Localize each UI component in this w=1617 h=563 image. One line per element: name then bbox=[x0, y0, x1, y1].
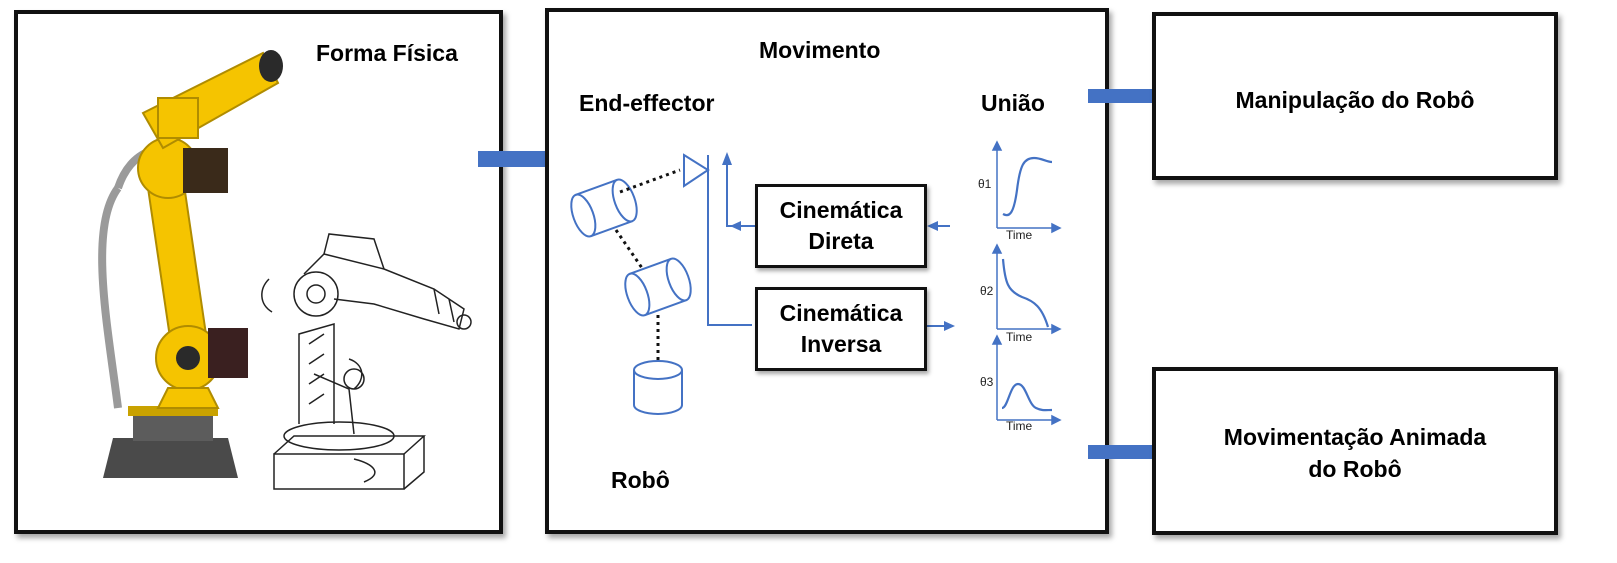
animated-movement-label: Movimentação Animada do Robô bbox=[1224, 421, 1486, 485]
joint-plot-theta1: θ1 Time bbox=[978, 140, 1062, 240]
end-effector-label: End-effector bbox=[579, 90, 715, 116]
physical-form-title: Forma Física bbox=[316, 40, 458, 66]
joint-plot-theta1-xlabel: Time bbox=[1006, 228, 1033, 240]
joint-plot-theta3: θ3 Time bbox=[980, 334, 1062, 433]
manipulation-box: Manipulação do Robô bbox=[1152, 12, 1558, 180]
robot-label: Robô bbox=[611, 467, 670, 493]
direct-kinematics-line2: Direta bbox=[808, 228, 874, 254]
direct-kinematics-line1: Cinemática bbox=[779, 197, 903, 223]
joint-plot-theta3-xlabel: Time bbox=[1006, 419, 1033, 433]
animated-movement-line1: Movimentação Animada bbox=[1223, 424, 1487, 450]
joint-plot-theta2-ylabel: θ2 bbox=[980, 284, 994, 298]
animated-movement-line2: do Robô bbox=[1308, 456, 1402, 482]
joint-plot-theta2: θ2 Time bbox=[980, 243, 1062, 343]
joint-label: União bbox=[981, 90, 1045, 116]
physical-form-panel: Forma Física bbox=[14, 10, 503, 534]
line-robot-arm-image bbox=[261, 233, 472, 490]
joint-plot-theta2-xlabel: Time bbox=[1006, 330, 1033, 343]
inverse-kinematics-box: Cinemática Inversa bbox=[755, 287, 927, 371]
inverse-kinematics-line2: Inversa bbox=[800, 331, 882, 357]
yellow-robot-arm-image bbox=[98, 50, 283, 478]
animated-movement-box: Movimentação Animada do Robô bbox=[1152, 367, 1558, 535]
manipulation-label: Manipulação do Robô bbox=[1235, 87, 1475, 113]
joint-plot-theta3-ylabel: θ3 bbox=[980, 375, 994, 389]
movement-title: Movimento bbox=[759, 37, 881, 63]
inverse-kinematics-line1: Cinemática bbox=[779, 300, 903, 326]
direct-kinematics-box: Cinemática Direta bbox=[755, 184, 927, 268]
joint-plot-theta1-ylabel: θ1 bbox=[978, 177, 992, 191]
